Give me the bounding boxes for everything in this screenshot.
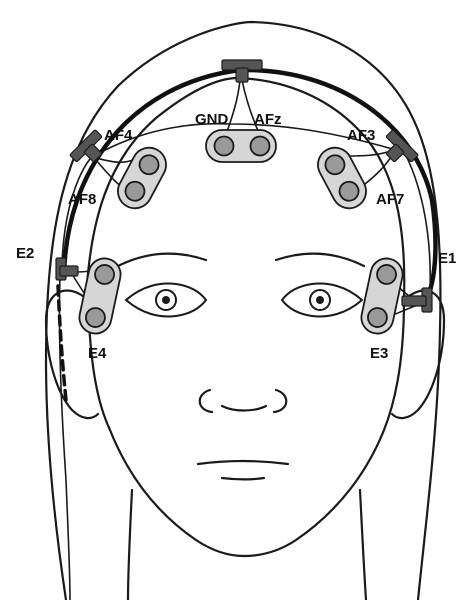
face-left-edge [86,298,246,558]
right-eyebrow [274,252,366,268]
nose-bottom [220,404,268,412]
face-right-edge [242,298,406,558]
electrode-disc-icon [367,307,388,328]
label-af8: AF8 [68,191,96,208]
t-connector-icon [55,257,79,281]
t-connector-icon [401,287,433,313]
dashed-cable [56,284,68,402]
head-illustration [44,20,446,600]
label-e1: E1 [438,250,456,267]
pad-af8 [117,146,167,210]
label-gnd: GND [195,111,229,128]
mouth [196,459,290,466]
label-af7: AF7 [376,191,404,208]
electrode-disc-icon [324,154,346,176]
electrode-disc-icon [124,180,146,202]
label-afz: AFz [254,111,282,128]
electrode-pads [78,129,404,335]
label-e4: E4 [88,345,107,362]
nose-left [198,388,214,414]
electrode-disc-icon [338,180,360,202]
label-af4: AF4 [104,127,133,144]
pad-e4 [78,257,122,335]
t-connector-icon [221,59,263,83]
pad-gnd-afz [205,129,277,163]
neck-left [126,488,134,600]
label-af3: AF3 [347,127,375,144]
t-connector-icon [69,129,103,163]
hair-outline [44,20,442,600]
connectors [55,59,433,313]
label-e3: E3 [370,345,388,362]
electrode-disc-icon [213,135,235,157]
right-eye-icon [280,282,364,318]
neck-right [358,488,368,600]
electrode-disc-icon [94,264,115,285]
label-e2: E2 [16,245,34,262]
lower-lip [220,476,266,481]
left-eyebrow [116,252,208,268]
t-connector-icon [385,129,419,163]
left-eye-icon [124,282,208,318]
electrode-disc-icon [85,307,106,328]
electrode-disc-icon [376,264,397,285]
electrode-labels: GND AFz AF4 AF3 AF8 AF7 E2 E1 E4 E3 [16,111,456,362]
nose-right [272,388,288,414]
electrode-disc-icon [138,154,160,176]
pad-af7 [317,146,367,210]
pad-e3 [360,257,404,335]
electrode-disc-icon [249,135,271,157]
